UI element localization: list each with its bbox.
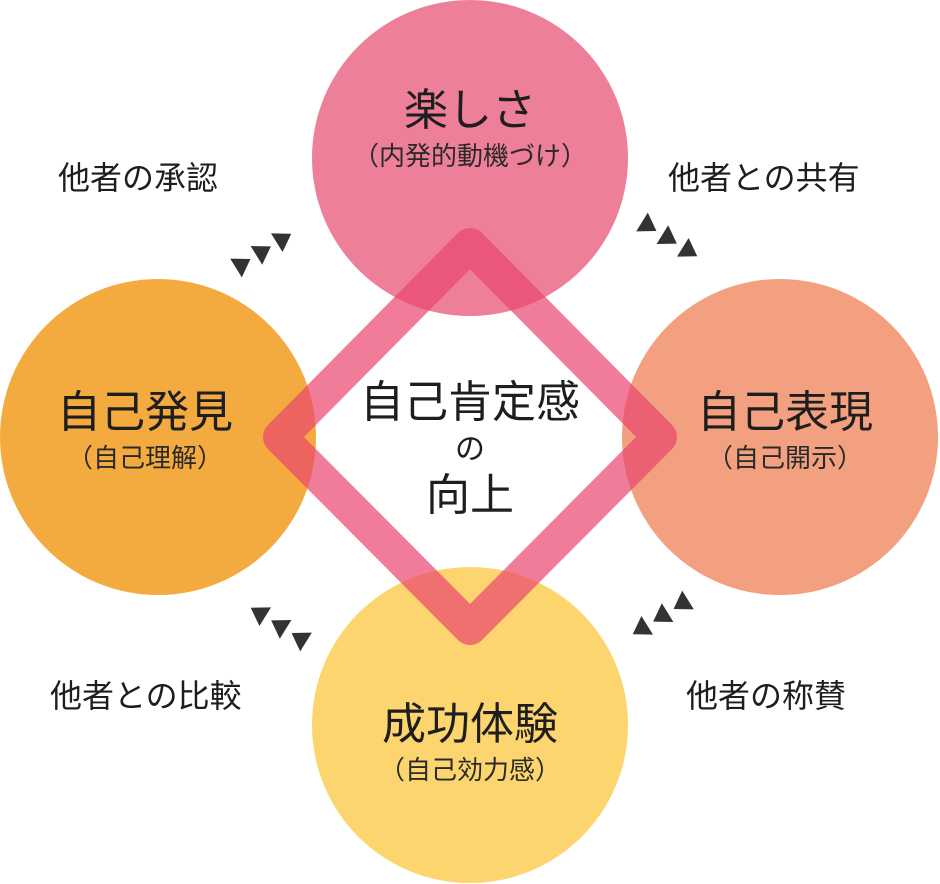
center-line-1: 自己肯定感 [360,377,580,428]
center-label: 自己肯定感 の 向上 [330,377,610,522]
center-line-2: の [455,431,485,467]
center-line-3: 向上 [426,470,514,522]
arrows-top-left [230,233,292,278]
arrow-bottom-right-1 [673,590,694,610]
arrow-top-left-3 [270,233,292,253]
node-left-title: 自己発見 [57,387,233,438]
arrow-bottom-right-2 [653,603,674,622]
arrow-bottom-right-3 [632,615,654,635]
node-right-subtitle: （自己開示） [706,443,863,474]
arrow-top-right-2 [656,225,677,244]
circle-left [0,279,316,595]
node-left-subtitle: （自己理解） [66,443,223,474]
arrows-bottom-right [632,590,694,635]
arrow-bottom-left-1 [291,632,312,652]
arrow-bottom-left-3 [250,607,272,627]
relation-bottom-left: 他者との比較 [50,677,242,715]
relation-top-right: 他者との共有 [668,159,860,197]
circle-right [622,279,938,595]
node-right-title: 自己表現 [697,387,873,438]
node-top-subtitle: （内発的動機づけ） [352,141,587,172]
node-bottom-subtitle: （自己効力感） [378,755,561,786]
arrows-top-right [636,212,698,257]
circle-bottom [312,567,628,883]
relation-bottom-right: 他者の称賛 [686,677,847,715]
arrow-top-right-1 [636,212,657,232]
arrows-bottom-left [250,607,312,652]
arrow-top-left-1 [230,258,251,278]
node-left: 自己発見 （自己理解） [0,387,290,474]
arrow-bottom-left-2 [271,620,292,639]
node-top-title: 楽しさ [404,85,536,136]
arrow-top-left-2 [250,246,271,265]
relation-top-left: 他者の承認 [58,159,219,197]
circle-top [312,0,628,316]
center-diamond [263,228,677,645]
node-bottom-title: 成功体験 [382,699,558,750]
node-top: 楽しさ （内発的動機づけ） [310,85,630,172]
arrow-top-right-3 [676,237,698,257]
node-right: 自己表現 （自己開示） [640,387,930,474]
node-bottom: 成功体験 （自己効力感） [310,699,630,786]
